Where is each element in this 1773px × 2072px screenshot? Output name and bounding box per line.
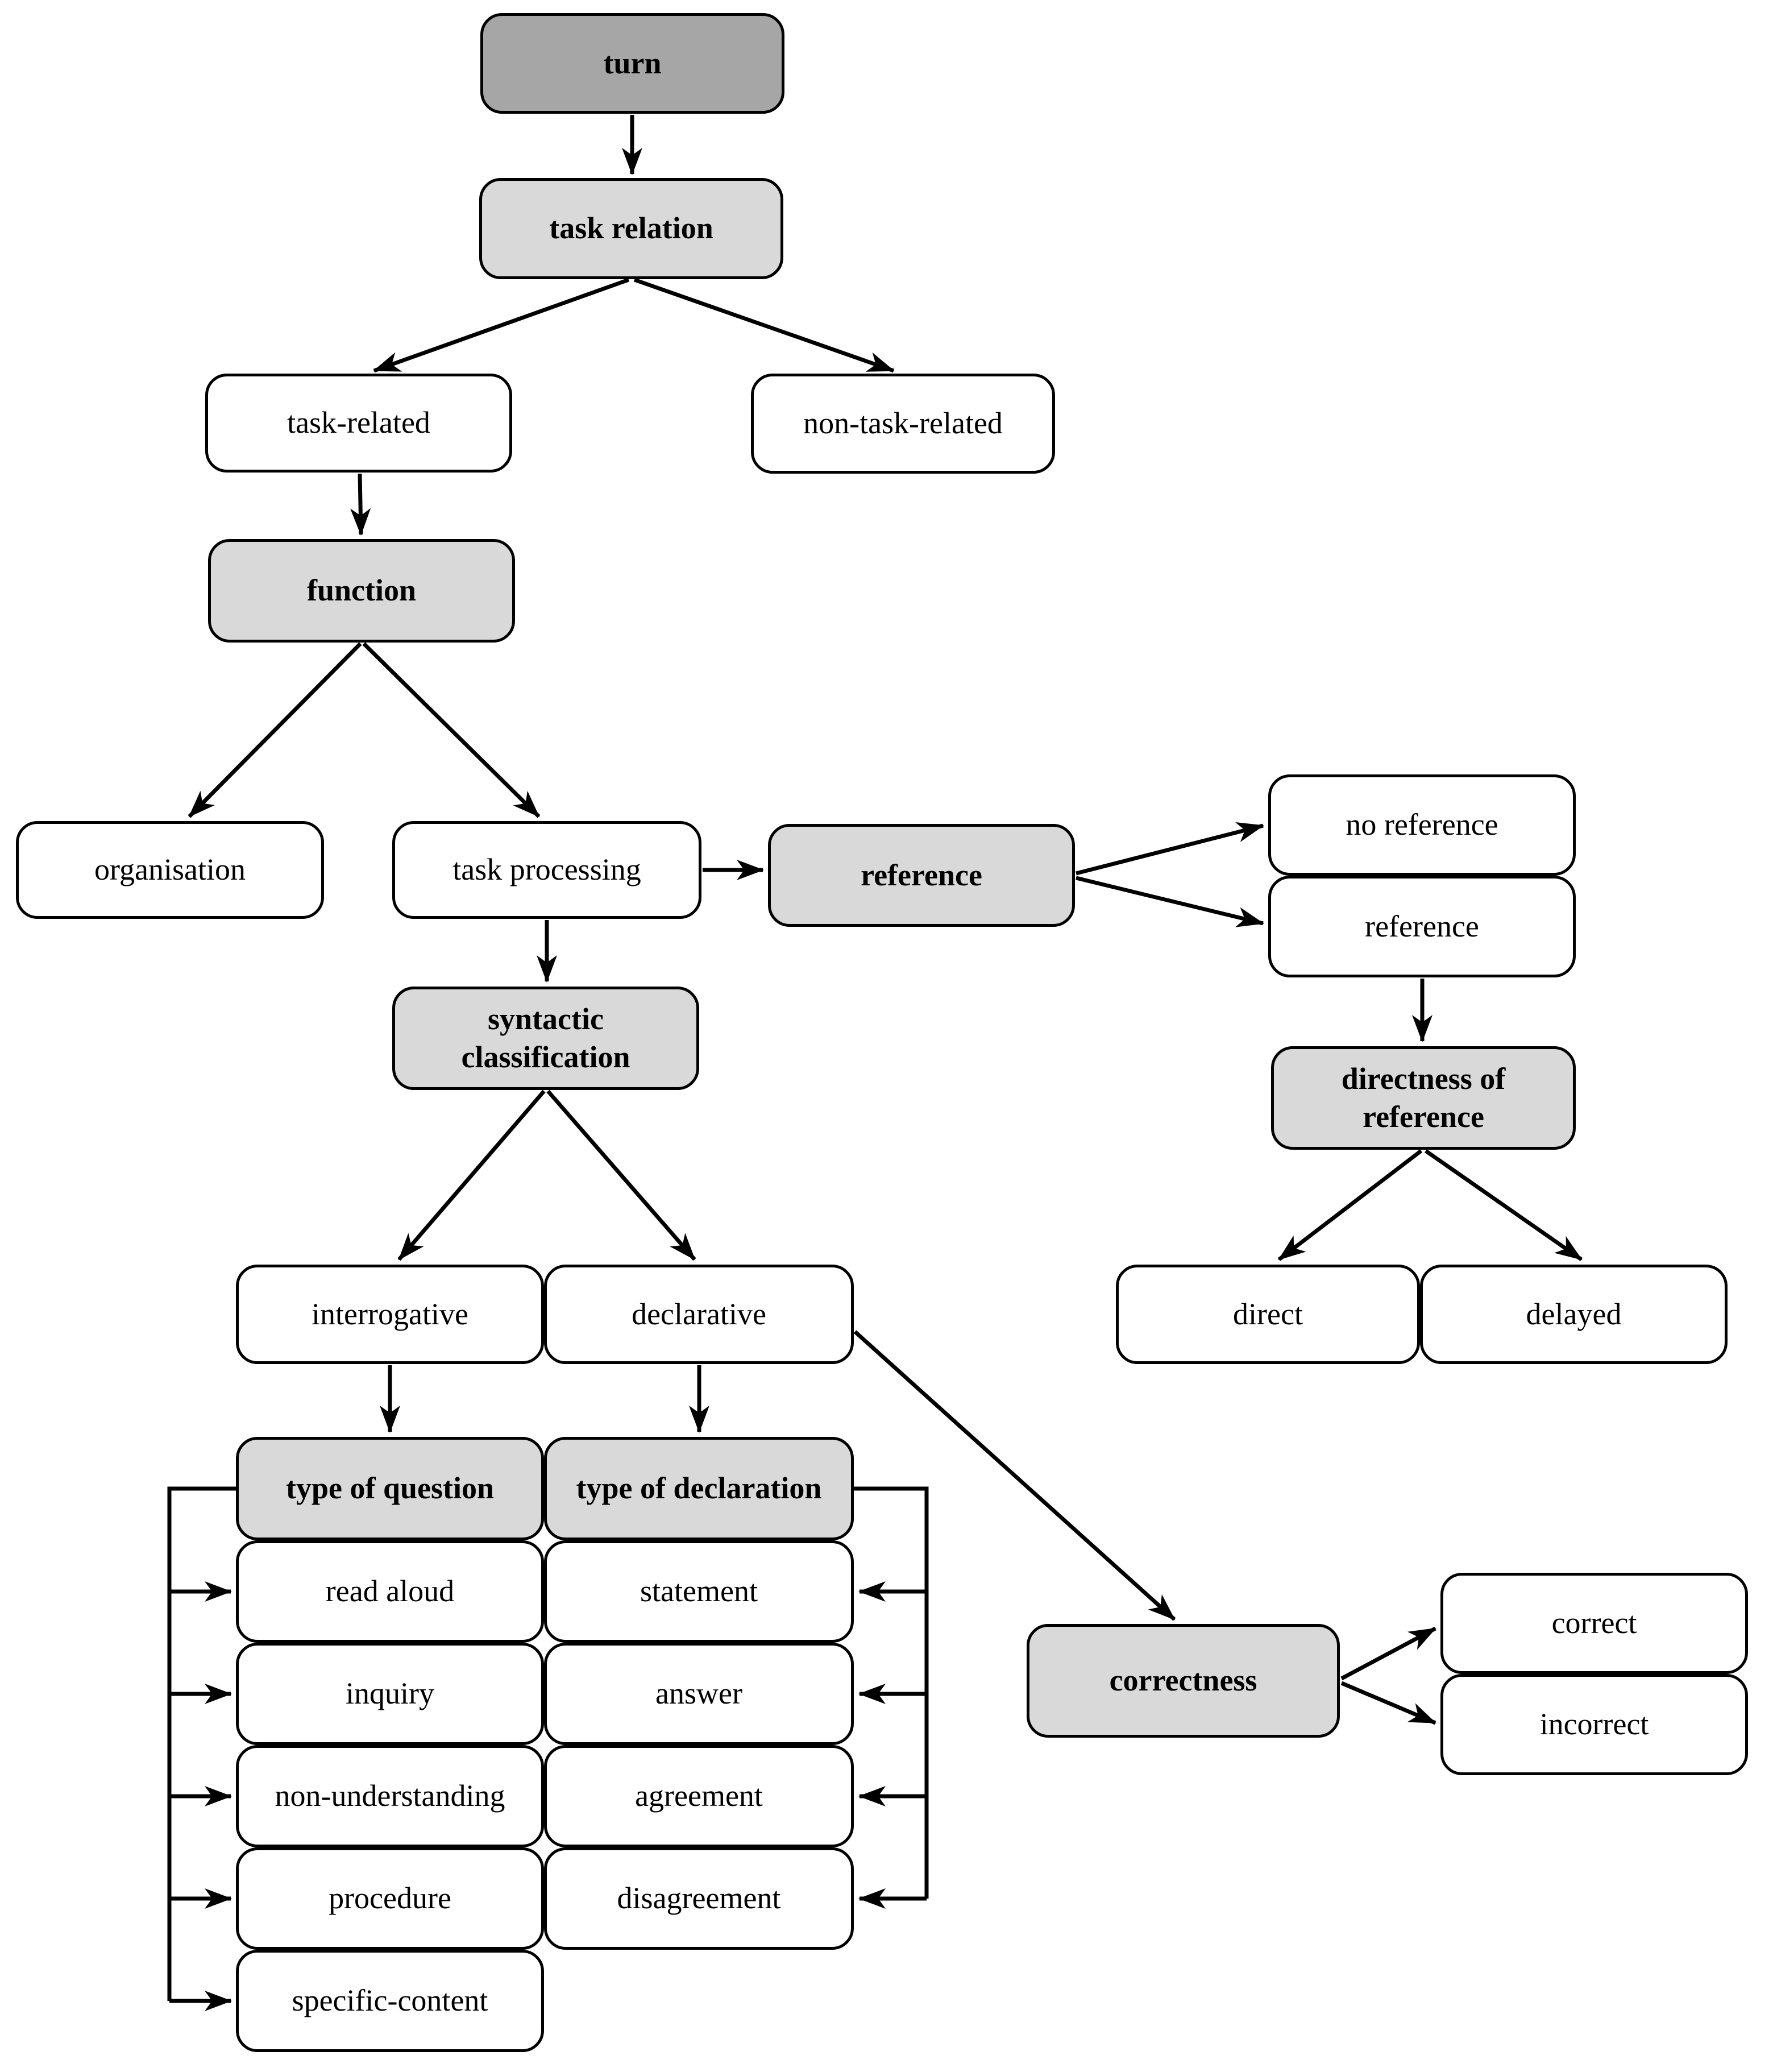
node-no-reference: no reference xyxy=(1268,774,1576,876)
bracket-type-of-declaration-spine xyxy=(854,1486,929,1899)
node-specific-content: specific-content xyxy=(236,1950,544,2052)
edge-syntactic-declarative xyxy=(546,1089,696,1261)
node-turn: turn xyxy=(480,13,784,114)
edge-syntactic-interrogative xyxy=(397,1089,546,1261)
edge-function-organisation xyxy=(188,642,362,818)
node-answer: answer xyxy=(544,1643,854,1745)
node-directness-of-reference: directness of reference xyxy=(1271,1046,1576,1150)
bracket-type-of-question-spine xyxy=(167,1486,236,2001)
node-task-processing: task processing xyxy=(392,821,701,919)
edge-correctness-correct xyxy=(1340,1626,1436,1681)
node-procedure: procedure xyxy=(236,1847,544,1950)
node-correctness: correctness xyxy=(1027,1624,1340,1738)
edge-declarative-correctness xyxy=(853,1330,1176,1621)
node-incorrect: incorrect xyxy=(1440,1674,1748,1775)
node-non-task-related: non-task-related xyxy=(751,374,1055,474)
node-type-of-question: type of question xyxy=(236,1437,544,1540)
node-declarative: declarative xyxy=(544,1265,854,1364)
node-task-relation: task relation xyxy=(479,178,783,279)
node-function: function xyxy=(208,539,515,643)
node-statement: statement xyxy=(544,1540,854,1643)
node-task-related: task-related xyxy=(205,374,512,473)
node-reference-category: reference xyxy=(768,824,1075,927)
node-read-aloud: read aloud xyxy=(236,1540,544,1643)
edge-task-related-function xyxy=(350,473,371,536)
node-disagreement: disagreement xyxy=(544,1847,854,1950)
node-delayed: delayed xyxy=(1420,1265,1728,1364)
edge-directness-delayed xyxy=(1424,1149,1583,1261)
edge-directness-direct xyxy=(1277,1149,1423,1261)
edge-task-relation-non-task-related xyxy=(633,277,895,373)
edge-function-task-processing xyxy=(362,642,541,818)
edge-reference-no-reference xyxy=(1076,822,1264,876)
node-syntactic-classification: syntactic classification xyxy=(392,987,699,1090)
edge-correctness-incorrect xyxy=(1340,1681,1436,1725)
node-reference-leaf: reference xyxy=(1268,876,1576,977)
edge-reference-reference-leaf xyxy=(1076,876,1264,927)
node-interrogative: interrogative xyxy=(236,1265,544,1364)
edge-task-relation-task-related xyxy=(373,277,630,373)
node-organisation: organisation xyxy=(16,821,324,919)
node-correct: correct xyxy=(1440,1573,1748,1674)
node-direct: direct xyxy=(1116,1265,1420,1364)
node-inquiry: inquiry xyxy=(236,1643,544,1745)
node-non-understanding: non-understanding xyxy=(236,1745,544,1847)
node-agreement: agreement xyxy=(544,1745,854,1847)
node-type-of-declaration: type of declaration xyxy=(544,1437,854,1540)
